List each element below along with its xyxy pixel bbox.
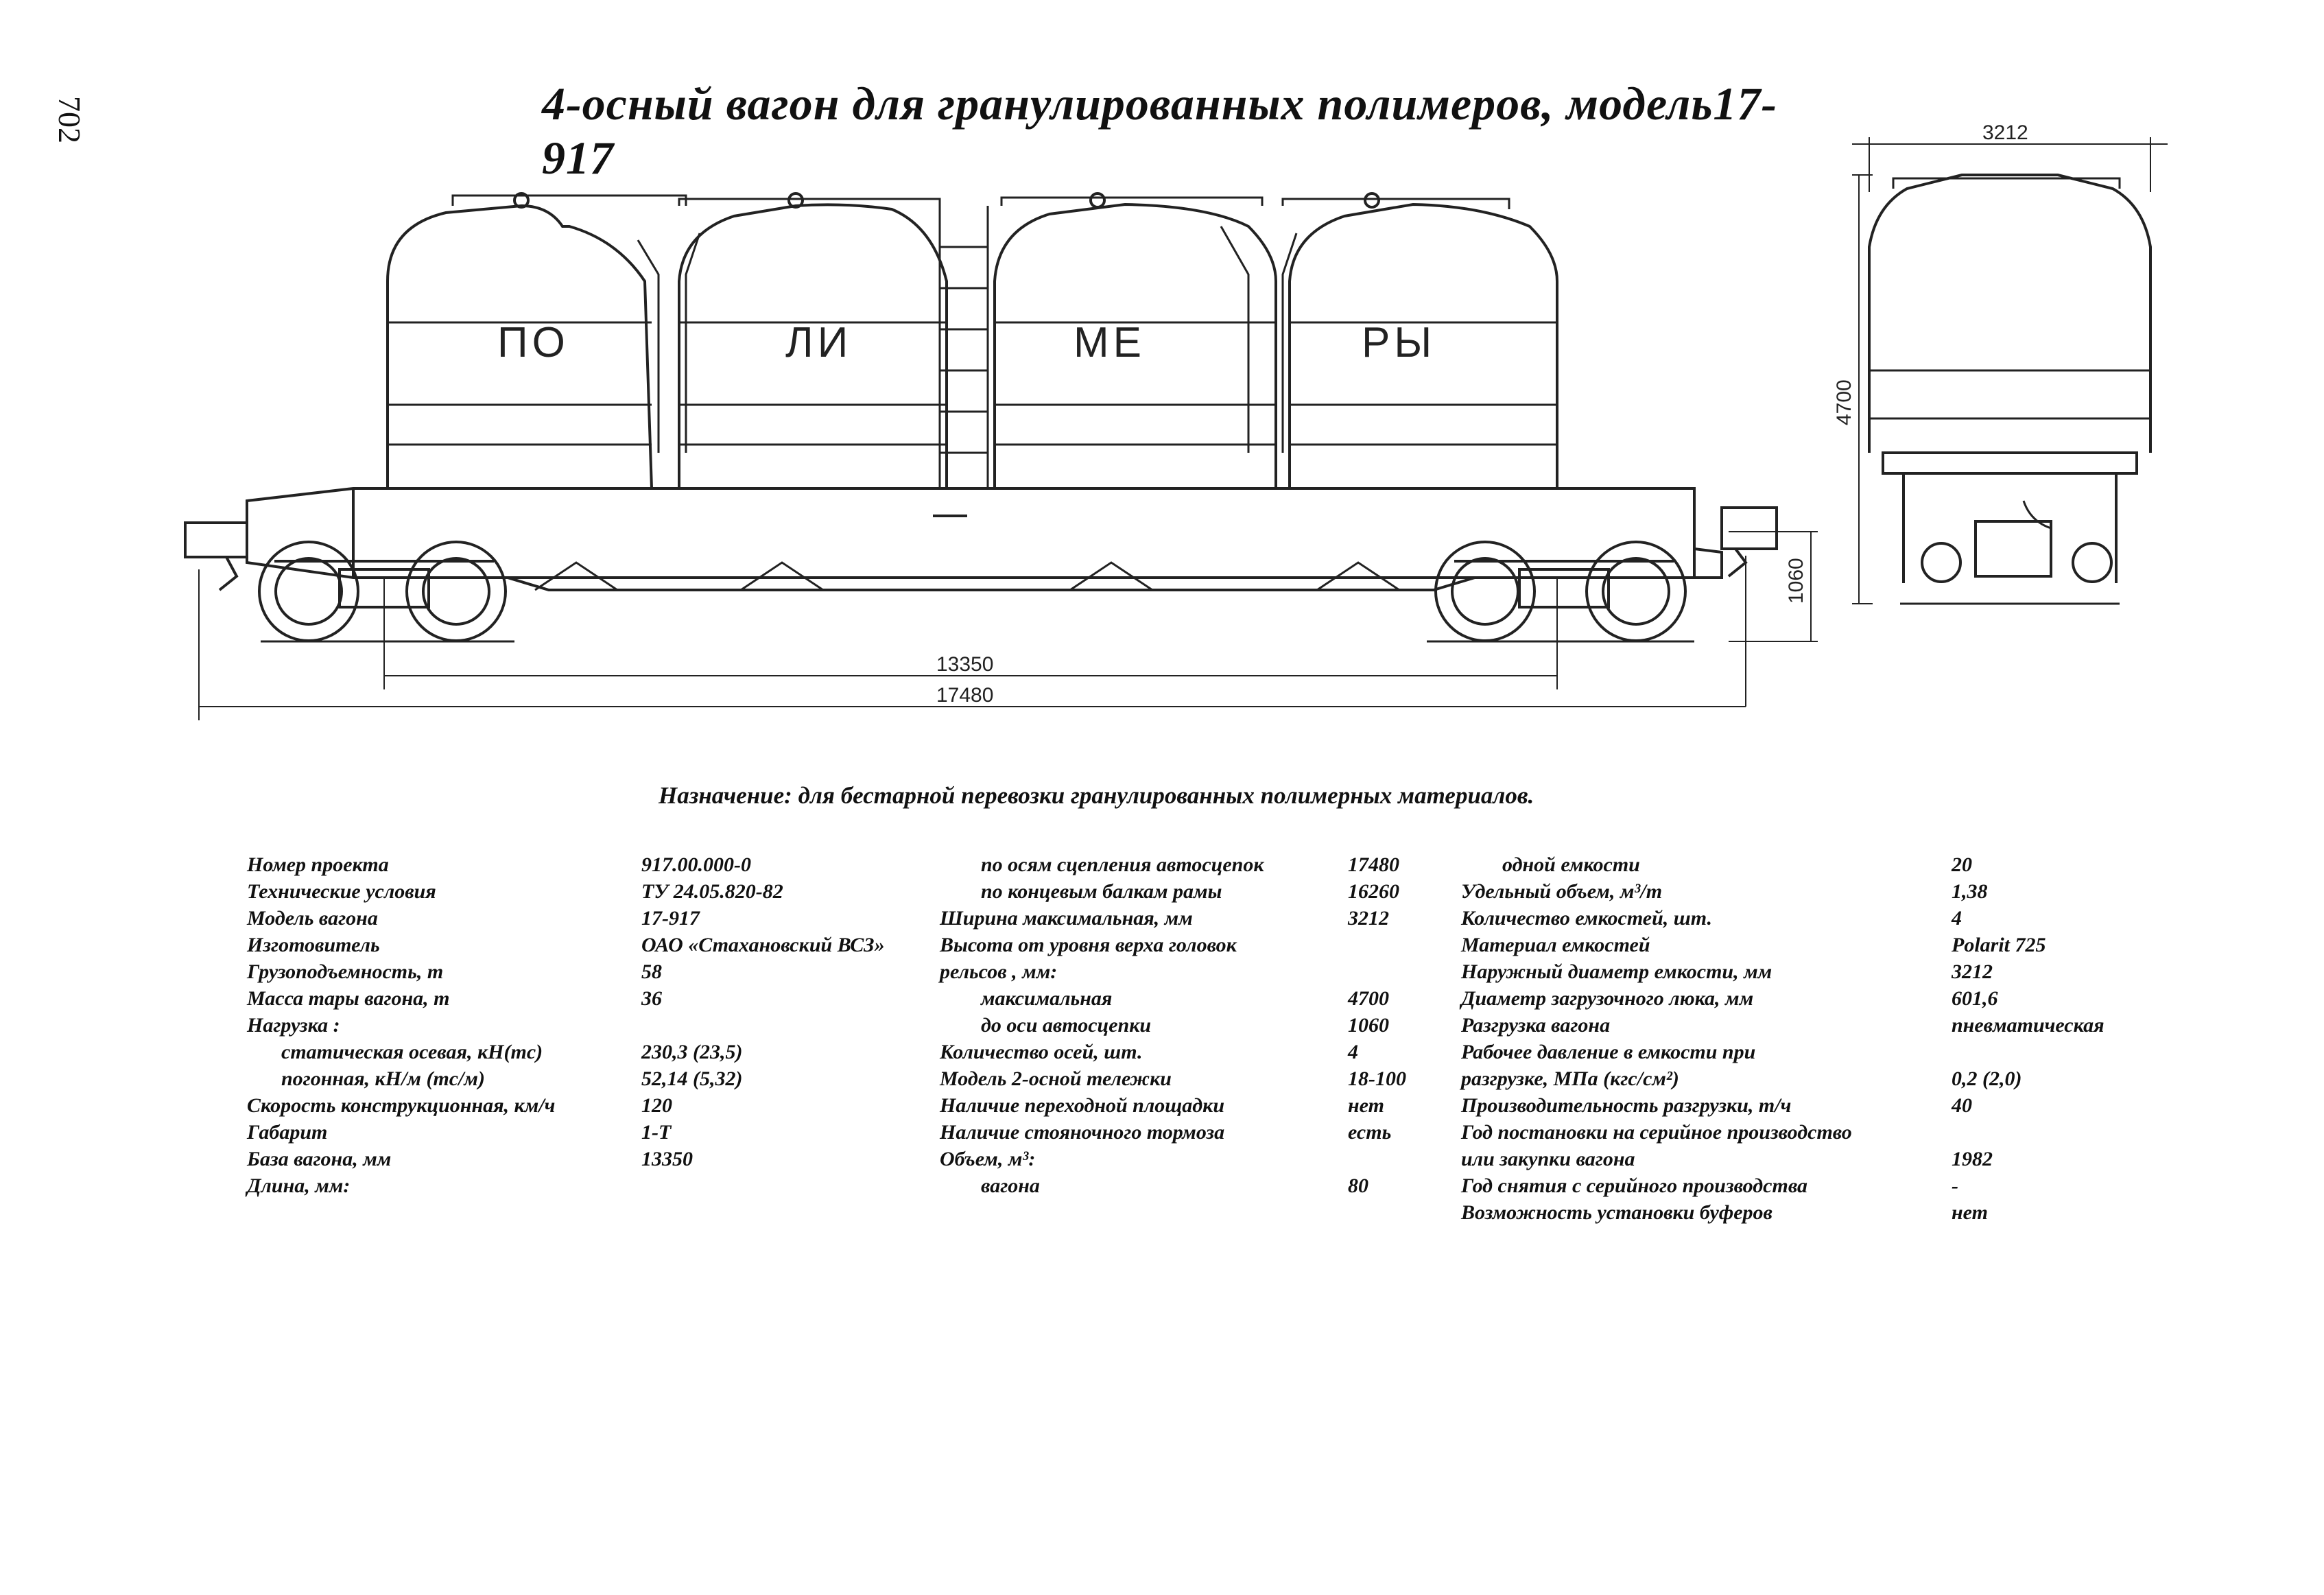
- spec-label: одной емкости: [1502, 853, 1640, 876]
- spec-label: или закупки вагона: [1461, 1148, 1635, 1170]
- spec-label: Количество осей, шт.: [940, 1041, 1143, 1063]
- spec-value: 3212: [1952, 960, 1993, 983]
- page-title: 4-осный вагон для гранулированных полиме…: [542, 78, 1778, 184]
- hopper-label-3: МЕ: [1074, 319, 1146, 366]
- spec-label: Наличие переходной площадки: [940, 1094, 1225, 1117]
- spec-value: есть: [1348, 1121, 1392, 1144]
- spec-label: Диаметр загрузочного люка, мм: [1461, 987, 1754, 1010]
- spec-value: 16260: [1348, 880, 1399, 903]
- spec-label: Материал емкостей: [1461, 934, 1650, 956]
- length-dimension: 17480: [936, 684, 993, 707]
- spec-label: Длина, мм:: [247, 1174, 351, 1197]
- spec-label: Скорость конструкционная, км/ч: [247, 1094, 556, 1117]
- coupler-left: [184, 521, 248, 591]
- spec-value: 17-917: [641, 907, 700, 930]
- spec-value: 58: [641, 960, 662, 983]
- hopper-2: [678, 203, 948, 488]
- hopper-1: [386, 204, 653, 489]
- spec-label: Изготовитель: [247, 934, 380, 956]
- spec-value: 1,38: [1952, 880, 1988, 903]
- spec-value: 120: [641, 1094, 672, 1117]
- base-dimension: 13350: [936, 653, 993, 676]
- spec-value: ОАО «Стахановский ВСЗ»: [641, 934, 885, 956]
- spec-value: 13350: [641, 1148, 693, 1170]
- spec-label: Модель вагона: [247, 907, 378, 930]
- hopper-label-2: ЛИ: [785, 319, 852, 366]
- ladder: [938, 206, 989, 488]
- hopper-3: [993, 202, 1277, 488]
- spec-label: Производительность разгрузки, т/ч: [1461, 1094, 1792, 1117]
- end-view: [1852, 137, 2168, 605]
- spec-label: Ширина максимальная, мм: [940, 907, 1193, 930]
- spec-value: нет: [1952, 1201, 1988, 1224]
- spec-label: вагона: [981, 1174, 1040, 1197]
- bogie-left: [258, 541, 514, 643]
- spec-label: Нагрузка :: [247, 1014, 340, 1037]
- top-walkway: [451, 194, 1510, 209]
- spec-label: Год снятия с серийного производства: [1461, 1174, 1808, 1197]
- spec-value: 917.00.000-0: [641, 853, 751, 876]
- spec-value: 230,3 (23,5): [641, 1041, 743, 1063]
- spec-label: Возможность установки буферов: [1461, 1201, 1772, 1224]
- spec-value: 3212: [1348, 907, 1389, 930]
- spec-label: Наружный диаметр емкости, мм: [1461, 960, 1772, 983]
- spec-value: 80: [1348, 1174, 1368, 1197]
- spec-label: База вагона, мм: [247, 1148, 392, 1170]
- coupler-height-dimension: 1060: [1785, 558, 1807, 604]
- spec-label: погонная, кН/м (тс/м): [281, 1067, 485, 1090]
- spec-value: Polarit 725: [1952, 934, 2046, 956]
- spec-label: разгрузке, МПа (кгс/см²): [1461, 1067, 1679, 1090]
- spec-value: ТУ 24.05.820-82: [641, 880, 783, 903]
- spec-value: -: [1952, 1174, 1958, 1197]
- spec-value: 17480: [1348, 853, 1399, 876]
- spec-value: нет: [1348, 1094, 1384, 1117]
- spec-label: рельсов , мм:: [940, 960, 1058, 983]
- spec-value: 4700: [1348, 987, 1389, 1010]
- height-dimension: 4700: [1833, 379, 1855, 425]
- spec-label: Грузоподъемность, т: [247, 960, 444, 983]
- spec-label: Год постановки на серийное производство: [1461, 1121, 1852, 1144]
- spec-value: 52,14 (5,32): [641, 1067, 743, 1090]
- spec-label: Количество емкостей, шт.: [1461, 907, 1712, 930]
- spec-value: 601,6: [1952, 987, 1998, 1010]
- spec-value: пневматическая: [1952, 1014, 2104, 1037]
- spec-label: Разгрузка вагона: [1461, 1014, 1611, 1037]
- spec-label: до оси автосцепки: [981, 1014, 1152, 1037]
- purpose-text: Назначение: для бестарной перевозки гран…: [659, 782, 1534, 809]
- spec-label: Высота от уровня верха головок: [940, 934, 1237, 956]
- spec-value: 20: [1952, 853, 1972, 876]
- spec-value: 4: [1952, 907, 1962, 930]
- railcar-drawing: ПО ЛИ МЕ РЫ 13350 17480 3212 4700 1060: [184, 121, 2168, 720]
- spec-label: Масса тары вагона, т: [247, 987, 450, 1010]
- spec-value: 1060: [1348, 1014, 1389, 1037]
- underframe: [507, 576, 1475, 591]
- spec-value: 36: [641, 987, 662, 1010]
- spec-value: 40: [1952, 1094, 1972, 1117]
- spec-label: Рабочее давление в емкости при: [1461, 1041, 1756, 1063]
- spec-value: 0,2 (2,0): [1952, 1067, 2022, 1090]
- spec-label: максимальная: [981, 987, 1113, 1010]
- hopper-label-4: РЫ: [1362, 319, 1436, 366]
- spec-label: статическая осевая, кН(тс): [281, 1041, 543, 1063]
- spec-label: по концевым балкам рамы: [981, 880, 1222, 903]
- spec-value: 4: [1348, 1041, 1358, 1063]
- frame-outline: [246, 487, 1723, 579]
- spec-label: Технические условия: [247, 880, 436, 903]
- spec-label: Габарит: [247, 1121, 328, 1144]
- spec-value: 1982: [1952, 1148, 1993, 1170]
- hopper-4: [1288, 202, 1558, 488]
- spec-label: Удельный объем, м³/т: [1461, 880, 1663, 903]
- spec-label: Модель 2-осной тележки: [940, 1067, 1172, 1090]
- width-dimension: 3212: [1982, 121, 2028, 144]
- spec-label: Объем, м³:: [940, 1148, 1036, 1170]
- coupler-right: [1720, 506, 1778, 578]
- hopper-label-1: ПО: [497, 319, 569, 366]
- spec-label: по осям сцепления автосцепок: [981, 853, 1264, 876]
- spec-value: 1-Т: [641, 1121, 672, 1144]
- spec-label: Наличие стояночного тормоза: [940, 1121, 1225, 1144]
- spec-label: Номер проекта: [247, 853, 389, 876]
- bogie-right: [1427, 541, 1694, 643]
- spec-value: 18-100: [1348, 1067, 1406, 1090]
